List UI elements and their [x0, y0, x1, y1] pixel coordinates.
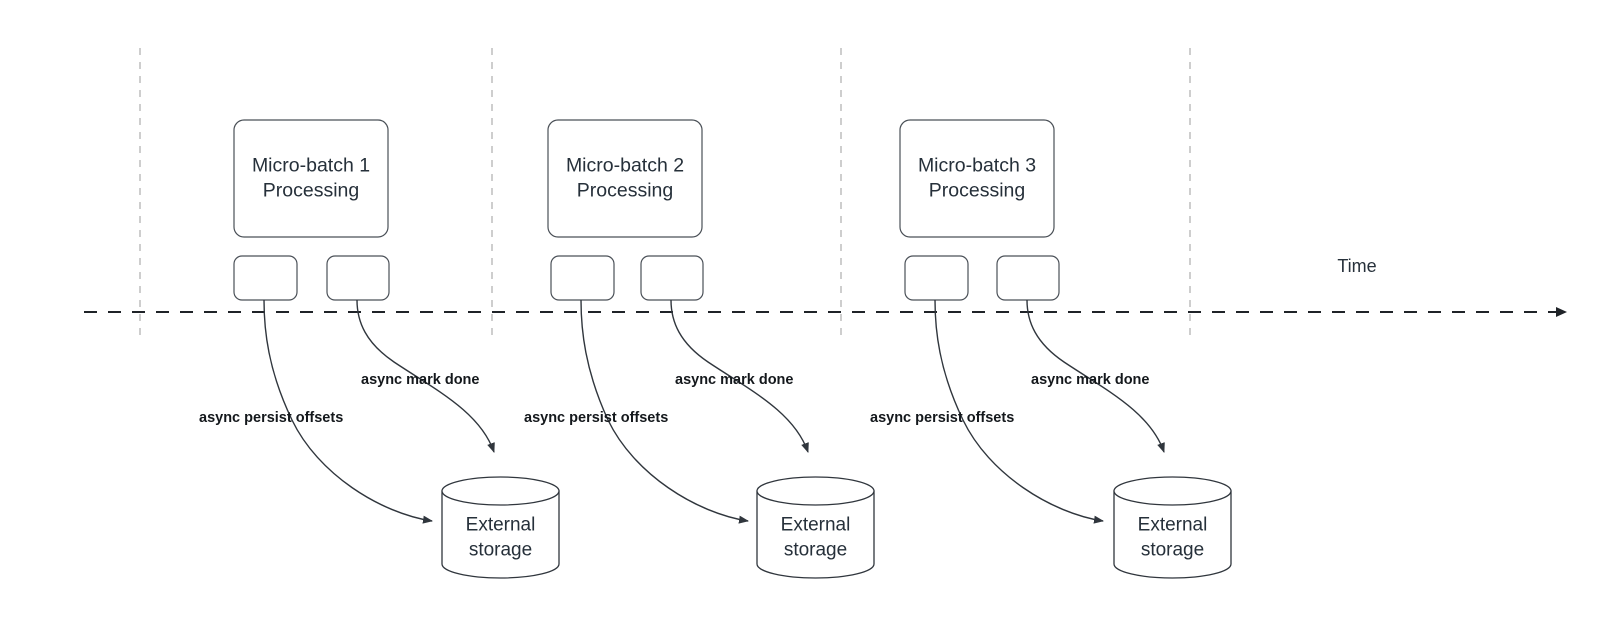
edge-label-mark-done-2: async mark done: [675, 372, 793, 388]
storage-label-line2: storage: [1141, 540, 1204, 561]
flow-arrow-mark-done-3: [1026, 299, 1165, 453]
cylinder-top-external-storage-1[interactable]: [441, 476, 560, 506]
edge-label-mark-done-3: async mark done: [1031, 372, 1149, 388]
cylinder-body-external-storage-3: [1113, 490, 1232, 579]
processing-box-title-line1: Micro-batch 3: [918, 155, 1036, 177]
storage-label-line2: storage: [784, 540, 847, 561]
flow-arrow-mark-done-2: [670, 299, 809, 453]
task-box-mark-done-task-1[interactable]: [326, 255, 390, 301]
processing-box-1[interactable]: [233, 119, 389, 238]
flow-arrow-persist-offsets-2: [580, 299, 749, 524]
edge-label-persist-offsets-1: async persist offsets: [199, 410, 343, 426]
task-box-persist-task-1[interactable]: [233, 255, 298, 301]
processing-box-2[interactable]: [547, 119, 703, 238]
vertical-guide-lines: [139, 48, 1191, 336]
cylinder-body-external-storage-2: [756, 490, 875, 579]
task-box-persist-task-3[interactable]: [904, 255, 969, 301]
time-axis-label: Time: [1337, 256, 1376, 276]
flow-arrow-persist-offsets-3: [934, 299, 1104, 524]
cylinder-top-external-storage-2[interactable]: [756, 476, 875, 506]
edge-label-persist-offsets-3: async persist offsets: [870, 410, 1014, 426]
storage-label-line1: External: [1138, 515, 1208, 536]
batch-groups: Micro-batch 1ProcessingExternalstorageMi…: [233, 119, 1232, 579]
edge-label-persist-offsets-2: async persist offsets: [524, 410, 668, 426]
storage-label-line1: External: [781, 515, 851, 536]
processing-box-3[interactable]: [899, 119, 1055, 238]
cylinder-top-external-storage-3[interactable]: [1113, 476, 1232, 506]
edge-label-mark-done-1: async mark done: [361, 372, 479, 388]
flow-arrow-persist-offsets-1: [263, 299, 433, 524]
processing-box-title-line1: Micro-batch 2: [566, 155, 684, 177]
flow-arrow-mark-done-1: [356, 299, 495, 453]
processing-box-title-line2: Processing: [263, 180, 359, 202]
storage-label-line1: External: [466, 515, 536, 536]
processing-box-title-line2: Processing: [577, 180, 673, 202]
diagram-text-labels: async persist offsets async mark done asyn…: [199, 256, 1377, 426]
task-box-mark-done-task-3[interactable]: [996, 255, 1060, 301]
processing-box-title-line2: Processing: [929, 180, 1025, 202]
cylinder-body-external-storage-1: [441, 490, 560, 579]
storage-label-line2: storage: [469, 540, 532, 561]
task-box-persist-task-2[interactable]: [550, 255, 615, 301]
processing-box-title-line1: Micro-batch 1: [252, 155, 370, 177]
task-box-mark-done-task-2[interactable]: [640, 255, 704, 301]
